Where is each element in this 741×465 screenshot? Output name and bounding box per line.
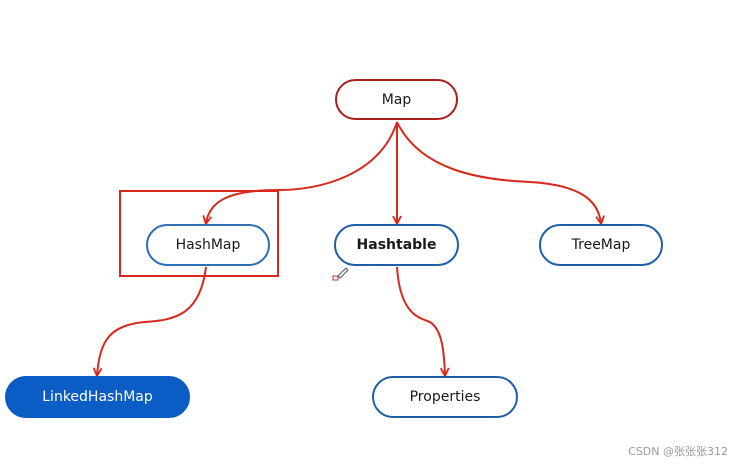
node-map: Map (335, 79, 458, 120)
edge-hashtable-properties (396, 266, 445, 375)
edge-hashmap-linkedhashmap (97, 266, 207, 375)
node-linkedhashmap: LinkedHashMap (5, 376, 190, 418)
watermark-text: CSDN @张张张312 (628, 445, 728, 458)
node-hashmap: HashMap (146, 224, 270, 266)
node-hashtable: Hashtable (334, 224, 459, 266)
hashmap-highlight-box (119, 190, 279, 277)
node-properties: Properties (372, 376, 518, 418)
edge-map-hashmap (206, 121, 398, 223)
node-treemap: TreeMap (539, 224, 663, 266)
edge-map-treemap (396, 121, 601, 223)
pen-cursor-icon (332, 267, 349, 281)
